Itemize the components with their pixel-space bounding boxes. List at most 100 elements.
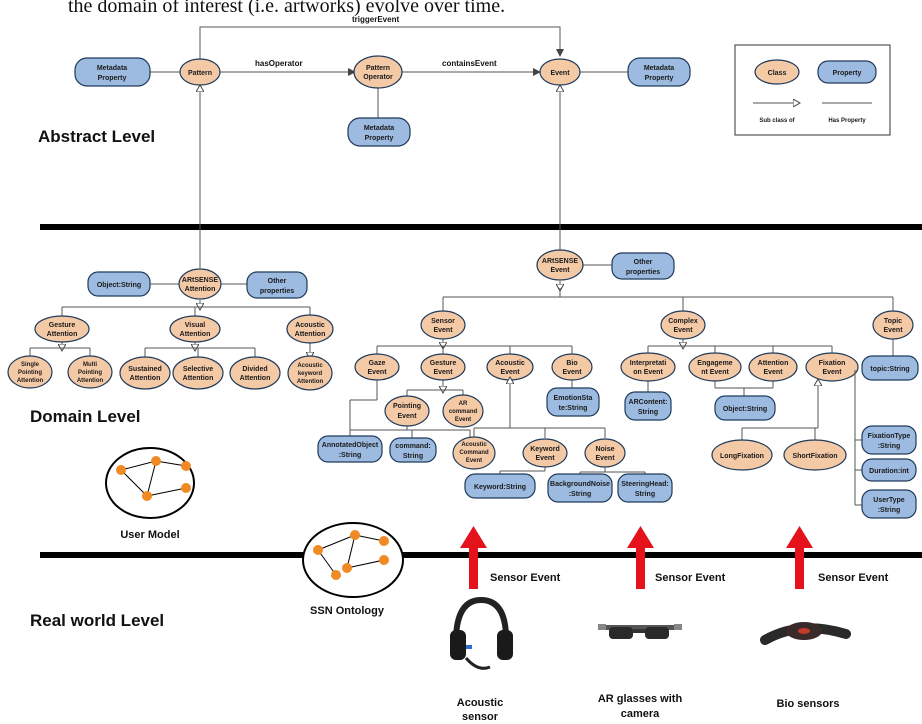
svg-text:Attention: Attention	[183, 375, 214, 382]
headset-icon	[450, 596, 513, 670]
node-engagement-event: Engageme nt Event	[688, 352, 742, 382]
svg-text:Attention: Attention	[295, 331, 326, 338]
svg-text:BackgroundNoise: BackgroundNoise	[550, 481, 610, 488]
node-interpretation-event: Interpretati on Event	[620, 352, 676, 382]
caption-acoustic-sensor-1: Acoustic	[457, 697, 503, 709]
svg-text::String: :String	[339, 452, 362, 459]
svg-text:Event: Event	[562, 369, 582, 376]
svg-text:Event: Event	[550, 267, 570, 274]
node-artsense-attention: ARtSENSE Attention	[178, 268, 222, 300]
svg-text:properties: properties	[626, 269, 660, 276]
sensor-event-label-1: Sensor Event	[490, 572, 561, 584]
svg-text:Metadata: Metadata	[97, 65, 127, 72]
node-divided-attention: Divided Attention	[229, 356, 281, 390]
legend-class-swatch	[754, 59, 800, 85]
svg-text:ARtSENSE: ARtSENSE	[542, 258, 579, 265]
node-background-noise-string: BackgroundNoise :String	[547, 473, 613, 503]
svg-text:Divided: Divided	[242, 366, 267, 373]
sensor-event-label-3: Sensor Event	[818, 572, 889, 584]
svg-text:Event: Event	[500, 369, 520, 376]
svg-text:Property: Property	[98, 75, 127, 82]
svg-text:Event: Event	[595, 455, 615, 462]
user-model-graph-icon	[105, 447, 195, 519]
caption-ar-glasses-2: camera	[621, 708, 660, 720]
svg-text:Event: Event	[433, 327, 453, 334]
svg-text:Metadata: Metadata	[364, 125, 394, 132]
svg-text:Pointing: Pointing	[78, 370, 102, 376]
svg-text:Pattern: Pattern	[188, 70, 212, 77]
svg-text:Event: Event	[883, 327, 903, 334]
svg-text:Other: Other	[634, 259, 653, 266]
node-metadata-property-1: Metadata Property	[74, 57, 151, 87]
node-topic-string: topic:String	[861, 355, 919, 381]
svg-text:Sustained: Sustained	[128, 366, 161, 373]
svg-text:Keyword: Keyword	[530, 446, 560, 453]
node-sensor-event: Sensor Event	[420, 310, 466, 340]
node-keyword-event: Keyword Event	[522, 438, 568, 468]
node-other-properties-attention: Other properties	[246, 271, 308, 299]
svg-text:Visual: Visual	[185, 322, 206, 329]
svg-text:Event: Event	[367, 369, 387, 376]
svg-text::String: :String	[569, 491, 592, 498]
node-object-string-attention: Object:String	[87, 271, 151, 297]
bio-sensor-strap-icon	[760, 622, 851, 645]
node-pattern-operator: Pattern Operator	[353, 55, 403, 89]
svg-text:Multi: Multi	[83, 362, 97, 368]
node-attention-event: Attention Event	[748, 352, 798, 382]
sensor-event-label-2: Sensor Event	[655, 572, 726, 584]
ar-glasses-icon	[598, 624, 682, 639]
legend-has-property: Has Property	[828, 118, 866, 124]
svg-text:Event: Event	[763, 369, 783, 376]
legend-subclass: Sub class of	[759, 118, 795, 124]
node-event: Event	[539, 58, 581, 86]
svg-text:Attention: Attention	[130, 375, 161, 382]
svg-text:Pattern: Pattern	[366, 65, 390, 72]
svg-text:Acoustic: Acoustic	[461, 442, 487, 448]
node-object-string-event: Object:String	[714, 395, 776, 421]
svg-text:Event: Event	[550, 70, 570, 77]
svg-text:Attention: Attention	[240, 375, 271, 382]
svg-text::String: :String	[878, 507, 901, 514]
svg-text:Attention: Attention	[47, 331, 78, 338]
node-multi-pointing-attention: Multi Pointing Attention	[67, 355, 113, 389]
svg-text:Acoustic: Acoustic	[495, 360, 525, 367]
svg-text:Attention: Attention	[17, 378, 44, 384]
svg-text:Event: Event	[822, 369, 842, 376]
node-duration-int: Duration:int	[861, 458, 917, 482]
node-bio-event: Bio Event	[551, 353, 593, 381]
svg-text:Event: Event	[466, 458, 482, 464]
svg-text:FixationType: FixationType	[868, 433, 911, 440]
edge-contains-event: containsEvent	[442, 59, 497, 68]
legend-property-swatch	[817, 60, 877, 84]
svg-text:command: command	[449, 409, 478, 415]
node-acoustic-keyword-attention: Acoustic keyword Attention	[287, 355, 333, 391]
svg-text:AR: AR	[459, 401, 468, 407]
svg-text:Event: Event	[535, 455, 555, 462]
caption-ar-glasses-1: AR glasses with	[598, 693, 683, 705]
svg-text:properties: properties	[260, 288, 294, 295]
node-ar-content-string: ARContent: String	[624, 391, 672, 421]
node-visual-attention: Visual Attention	[169, 315, 221, 343]
caption-user-model: User Model	[120, 529, 179, 541]
legend: Class Property Sub class of Has Property	[734, 44, 891, 136]
node-fixation-type-string: FixationType :String	[861, 425, 917, 455]
svg-text:Attention: Attention	[758, 360, 789, 367]
svg-text:EmotionSta: EmotionSta	[554, 395, 593, 402]
node-gesture-event: Gesture Event	[420, 353, 466, 381]
svg-text:Event: Event	[673, 327, 693, 334]
node-pointing-event: Pointing Event	[384, 395, 430, 427]
svg-text:Event: Event	[397, 413, 417, 420]
node-gesture-attention: Gesture Attention	[34, 315, 90, 343]
red-arrow-glasses	[627, 526, 654, 589]
svg-text:SteeringHead:: SteeringHead:	[621, 481, 668, 488]
svg-text:Acoustic: Acoustic	[295, 322, 325, 329]
node-user-type-string: UserType :String	[861, 489, 917, 519]
svg-text:Property: Property	[365, 135, 394, 142]
svg-text:command:: command:	[395, 443, 430, 450]
svg-text:Property: Property	[645, 75, 674, 82]
svg-text:Gesture: Gesture	[430, 360, 457, 367]
svg-text:Keyword:String: Keyword:String	[474, 484, 526, 491]
svg-text:Event: Event	[455, 417, 471, 423]
svg-text:ARtSENSE: ARtSENSE	[182, 277, 219, 284]
svg-text:Complex: Complex	[668, 318, 698, 325]
